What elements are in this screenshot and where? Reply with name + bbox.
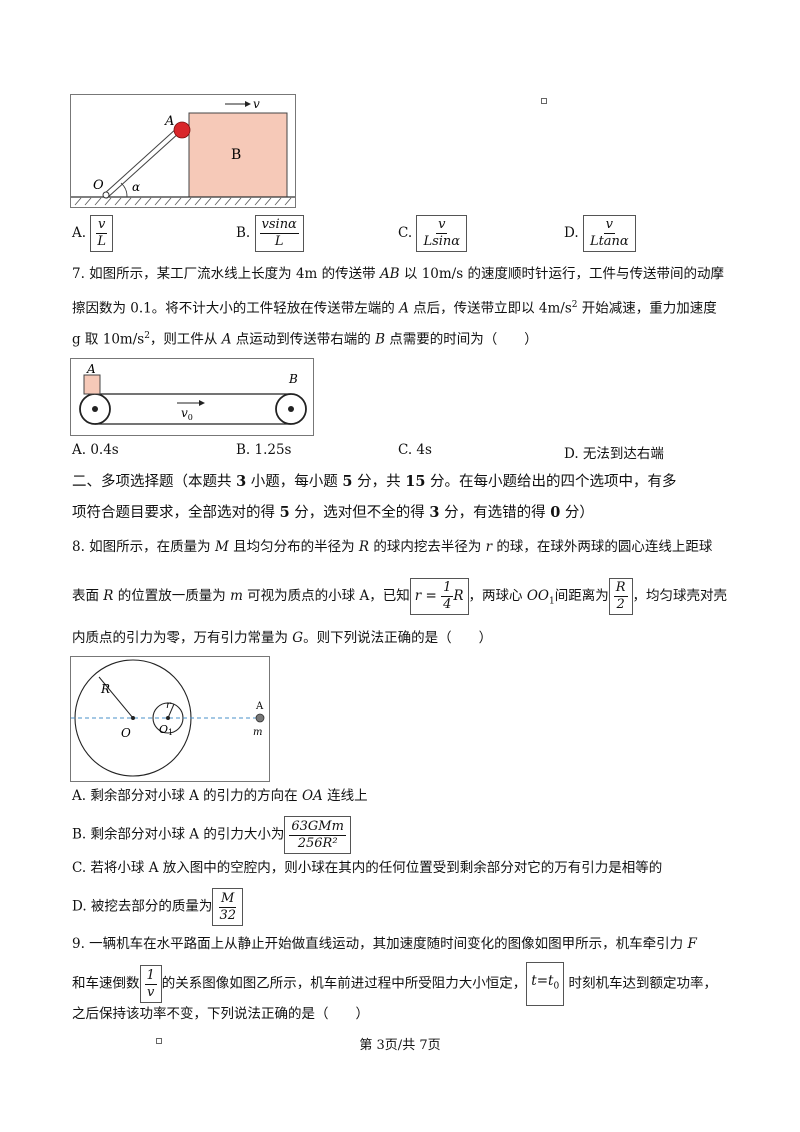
q8-line-1: 8. 如图所示，在质量为 M 且均匀分布的半径为 R 的球内挖去半径为 r 的球… xyxy=(72,539,713,555)
page-footer: 第 3页/共 7页 xyxy=(359,1038,441,1053)
velocity-label: v xyxy=(253,97,260,111)
q7-figure-svg: A B v0 xyxy=(79,362,307,425)
small-ball-a xyxy=(255,713,265,723)
pivot-o xyxy=(102,191,110,199)
marker-square xyxy=(156,1038,162,1044)
q8-figure: R r O O1 A m xyxy=(70,656,270,782)
ball-a-label: A xyxy=(255,701,264,712)
q6-figure-svg: v B A O α xyxy=(71,97,295,206)
radius-small-r-label: r xyxy=(166,700,172,711)
q7-option-c[interactable]: C. 4s xyxy=(398,442,432,458)
center-o1-label: O1 xyxy=(159,723,173,737)
v0-label: v0 xyxy=(181,406,193,422)
ball-m-label: m xyxy=(253,727,262,738)
q7-figure: A B v0 xyxy=(70,358,314,436)
rod xyxy=(103,127,181,199)
point-a-label: A xyxy=(86,362,96,376)
q7-option-b[interactable]: B. 1.25s xyxy=(236,442,292,458)
q8-option-a[interactable]: A. 剩余部分对小球 A 的引力的方向在 OA 连线上 xyxy=(72,788,368,804)
center-o-label: O xyxy=(121,726,131,740)
q9-line-3: 之后保持该功率不变，下列说法正确的是（ ） xyxy=(72,1006,369,1022)
q9-line-1: 9. 一辆机车在水平路面上从静止开始做直线运动，其加速度随时间变化的图像如图甲所… xyxy=(72,936,697,952)
point-a-label: A xyxy=(164,114,174,129)
q7-line-3: g 取 10m/s2，则工件从 A 点运动到传送带右端的 B 点需要的时间为（ … xyxy=(72,331,538,348)
marker-square xyxy=(541,98,547,104)
q7-option-d[interactable]: D. 无法到达右端 xyxy=(564,446,664,462)
formula-t-eq-t0: t=t0 xyxy=(526,962,565,1006)
q8-line-3: 内质点的引力为零，万有引力常量为 G。则下列说法正确的是（ ） xyxy=(72,630,493,646)
section2-line-2: 项符合题目要求，全部选对的得 5 分，选对但不全的得 3 分，有选错的得 0 分… xyxy=(72,504,594,521)
q8-option-c[interactable]: C. 若将小球 A 放入图中的空腔内，则小球在其内的任何位置受到剩余部分对它的万… xyxy=(72,860,663,876)
radius-r-label: R xyxy=(100,682,110,696)
q7-line-2: 擦因数为 0.1。将不计大小的工件轻放在传送带左端的 A 点后，传送带立即以 4… xyxy=(72,300,717,317)
ball-a xyxy=(173,121,191,139)
q8-figure-svg: R r O O1 A m xyxy=(71,659,265,777)
block-label: B xyxy=(231,147,241,163)
q7-option-a[interactable]: A. 0.4s xyxy=(72,442,119,458)
point-o-label: O xyxy=(93,178,104,193)
q6-figure: v B A O α xyxy=(70,94,296,208)
workpiece xyxy=(83,374,101,395)
section2-line-1: 二、多项选择题（本题共 3 小题，每小题 5 分，共 15 分。在每小题给出的四… xyxy=(72,473,677,490)
angle-label: α xyxy=(132,180,140,194)
q7-line-1: 7. 如图所示，某工厂流水线上长度为 4m 的传送带 AB 以 10m/s 的速… xyxy=(72,266,724,282)
point-b-label: B xyxy=(288,372,298,386)
